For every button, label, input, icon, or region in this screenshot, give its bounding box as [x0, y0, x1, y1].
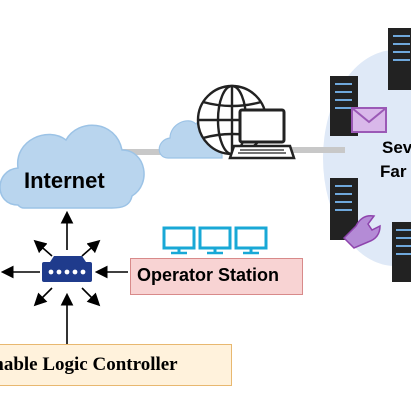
laptop-icon	[228, 108, 296, 160]
operator-station-label: Operator Station	[137, 265, 280, 285]
envelope-icon	[351, 107, 387, 133]
cloud-icon	[0, 124, 145, 209]
monitor-icon	[234, 226, 268, 255]
plc-box	[0, 344, 232, 386]
monitor-icon	[198, 226, 232, 255]
network-switch-icon	[42, 256, 92, 282]
operator-station-box	[130, 258, 303, 295]
monitor-icon	[162, 226, 196, 255]
server-rack-icon	[392, 222, 411, 282]
server-rack-icon	[330, 76, 358, 136]
server-rack-icon	[388, 28, 411, 90]
server-rack-icon	[330, 178, 358, 240]
arrow-icon	[0, 210, 128, 344]
wrench-icon	[342, 214, 381, 249]
plc-label: mable Logic Controller	[0, 354, 178, 375]
internet-label: Internet	[24, 168, 105, 193]
server-farm-label-line1: Sev	[382, 138, 411, 157]
server-farm-label-line2: Far	[380, 162, 407, 181]
